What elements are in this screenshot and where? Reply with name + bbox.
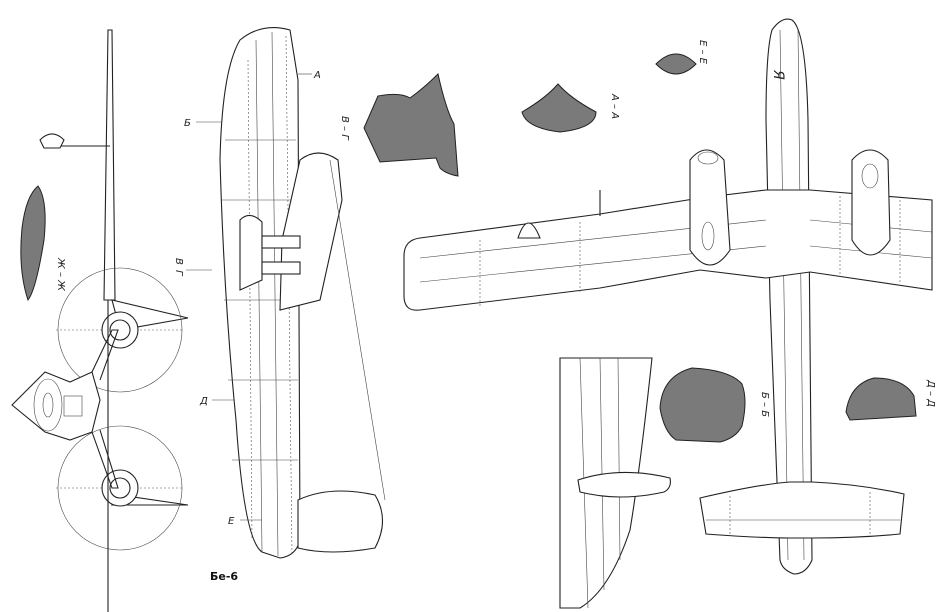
front-view-upper-float	[39, 133, 65, 149]
side-label-v: В	[173, 258, 184, 265]
front-view	[11, 29, 189, 612]
section-e-e-label: Е – Е	[697, 40, 708, 65]
section-a-a-label: А – А	[609, 93, 620, 119]
side-view: А Б В – Г В Г Д Е	[173, 27, 386, 559]
hull-marking: Я	[770, 69, 786, 80]
section-zh-zh: Ж – Ж	[20, 185, 66, 302]
section-v-g-shape	[363, 73, 459, 177]
side-label-g: Г	[173, 270, 184, 277]
side-view-wing-root	[239, 214, 263, 291]
side-view-tail	[297, 490, 384, 553]
side-view-hull	[219, 27, 301, 559]
side-label-v-g: В – Г	[339, 116, 350, 141]
side-label-e: Е	[228, 516, 235, 527]
top-view-tailplane	[699, 481, 905, 539]
top-view: Я	[403, 18, 933, 575]
side-label-a: А	[313, 70, 321, 81]
front-view-fin	[103, 29, 116, 301]
top-view-wingtip-float	[517, 222, 541, 239]
section-b-b-shape	[659, 367, 746, 443]
front-view-hull	[11, 371, 101, 441]
top-view-fuselage	[765, 18, 813, 575]
section-b-b-label: Б – Б	[759, 392, 770, 417]
section-d-d-shape	[845, 377, 917, 421]
top-view-wing	[403, 189, 933, 311]
side-label-b: Б	[184, 118, 191, 129]
side-label-d: Д	[199, 396, 208, 407]
detail-view-float	[577, 471, 671, 498]
section-e-e-shape	[655, 53, 697, 75]
top-view-nacelle-right	[851, 149, 891, 256]
detail-view-hull	[559, 357, 653, 609]
section-zh-zh-label: Ж – Ж	[55, 257, 66, 292]
section-a-a-shape	[521, 83, 597, 133]
top-view-nacelle-left	[689, 149, 731, 266]
section-d-d-label: Д – Д	[925, 379, 936, 407]
detail-view	[559, 357, 671, 609]
drawing-title: Бе-6	[210, 570, 238, 583]
section-zh-zh-shape	[20, 185, 46, 302]
